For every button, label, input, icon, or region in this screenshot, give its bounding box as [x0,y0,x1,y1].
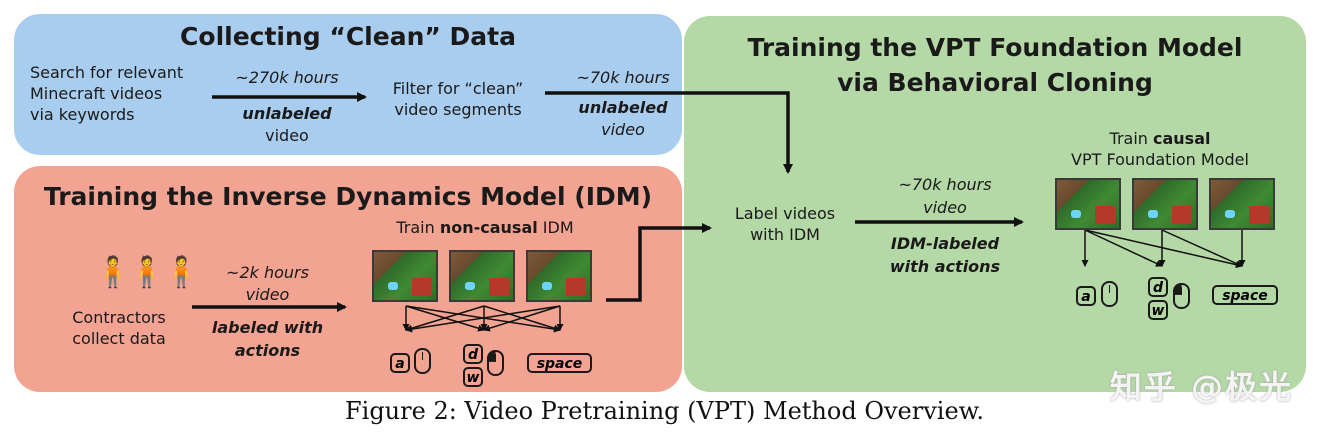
vpt-key-d-icon: d [1148,277,1168,297]
hours-270k-label: ~270k hours [235,68,339,87]
actions-label: actions [234,341,301,360]
key-w-icon: w [463,367,483,387]
contractors-text: Contractors collect data [72,308,166,348]
arrow-filter-to-label [545,91,793,174]
key-d-icon: d [463,344,483,364]
train-noncausal-idm-label: Train non-causal IDM [396,218,574,237]
figure-caption: Figure 2: Video Pretraining (VPT) Method… [344,397,984,425]
unlabeled-label-1: unlabeled [242,104,332,123]
idm-title: Training the Inverse Dynamics Model (IDM… [43,182,653,211]
train-causal-label: Train causal VPT Foundation Model [1071,129,1249,169]
video-label-2: video [601,120,645,139]
watermark: 知乎 @极光 [1109,368,1293,406]
vpt-mouse-icon [1101,281,1118,307]
key-a-icon: a [390,353,410,373]
arrow-idm-to-label [606,223,712,302]
key-space-icon: space [527,353,592,373]
filter-text: Filter for “clean” video segments [392,79,524,119]
training-vpt-panel [684,16,1306,392]
clean-data-title: Collecting “Clean” Data [180,22,516,51]
idm-video-frame-3 [526,250,592,302]
video-label-green: video [923,198,967,217]
idm-labeled-label: IDM-labeled [890,234,1000,253]
vpt-key-w-icon: w [1148,300,1168,320]
vpt-video-frame-3 [1209,178,1275,230]
video-label-1: video [265,126,309,145]
hours-70k-green-label: ~70k hours [898,175,992,194]
labeled-with-label: labeled with [211,318,324,337]
idm-action-arrows [402,305,564,333]
hours-2k-label: ~2k hours [226,263,309,282]
vpt-action-arrows [1081,229,1246,269]
vpt-video-frame-2 [1132,178,1198,230]
hours-70k-label: ~70k hours [576,68,670,87]
label-videos-text: Label videos with IDM [734,204,836,244]
vpt-mouse-left-click-icon [1173,283,1190,309]
idm-video-frame-1 [372,250,438,302]
vpt-key-a-icon: a [1076,286,1096,306]
mouse-icon [414,348,431,374]
with-actions-label: with actions [889,257,1001,276]
idm-video-frame-2 [449,250,515,302]
search-text: Search for relevant Minecraft videos via… [30,63,184,124]
vpt-title: Training the VPT Foundation Model via Be… [747,33,1243,97]
vpt-video-frame-1 [1055,178,1121,230]
collecting-clean-data-panel [14,14,682,155]
unlabeled-label-2: unlabeled [578,98,668,117]
people-icon: 🧍🧍🧍 [94,255,200,290]
vpt-key-space-icon: space [1212,285,1278,305]
mouse-left-click-icon [487,350,504,376]
video-label-red: video [245,285,290,304]
